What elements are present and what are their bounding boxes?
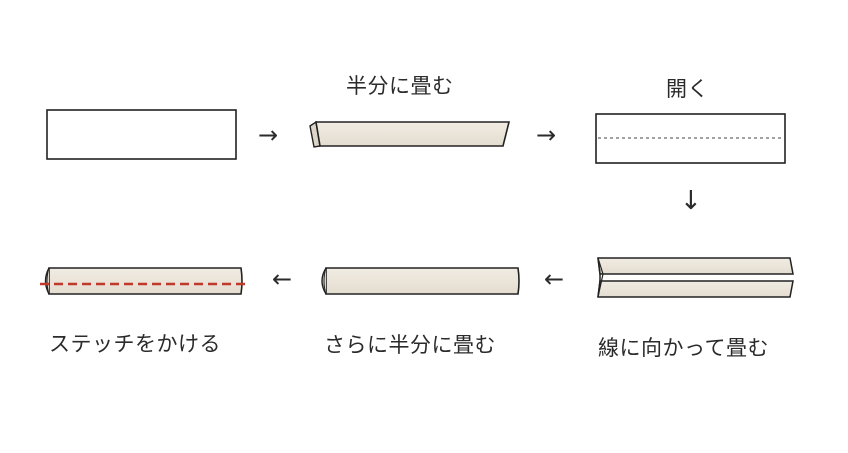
step4-label: 線に向かって畳む [598, 336, 769, 360]
arrow-left-1: ← [544, 265, 565, 293]
step3-opened-strip [595, 113, 786, 164]
step2-label: 半分に畳む [346, 74, 454, 98]
step6-label: ステッチをかける [49, 332, 221, 356]
step5-folded-again [321, 267, 520, 295]
step6-stitched-strip [40, 267, 250, 295]
arrow-right-2: → [536, 121, 557, 149]
arrow-down: ↓ [680, 186, 703, 216]
step3-label: 開く [666, 77, 709, 101]
arrow-right-1: → [258, 121, 279, 149]
step1-flat-strip [46, 109, 237, 160]
step5-label: さらに半分に畳む [324, 333, 496, 357]
step4-folded-to-line [597, 257, 794, 298]
arrow-left-2: ← [272, 265, 293, 293]
step2-folded-half [309, 120, 511, 148]
